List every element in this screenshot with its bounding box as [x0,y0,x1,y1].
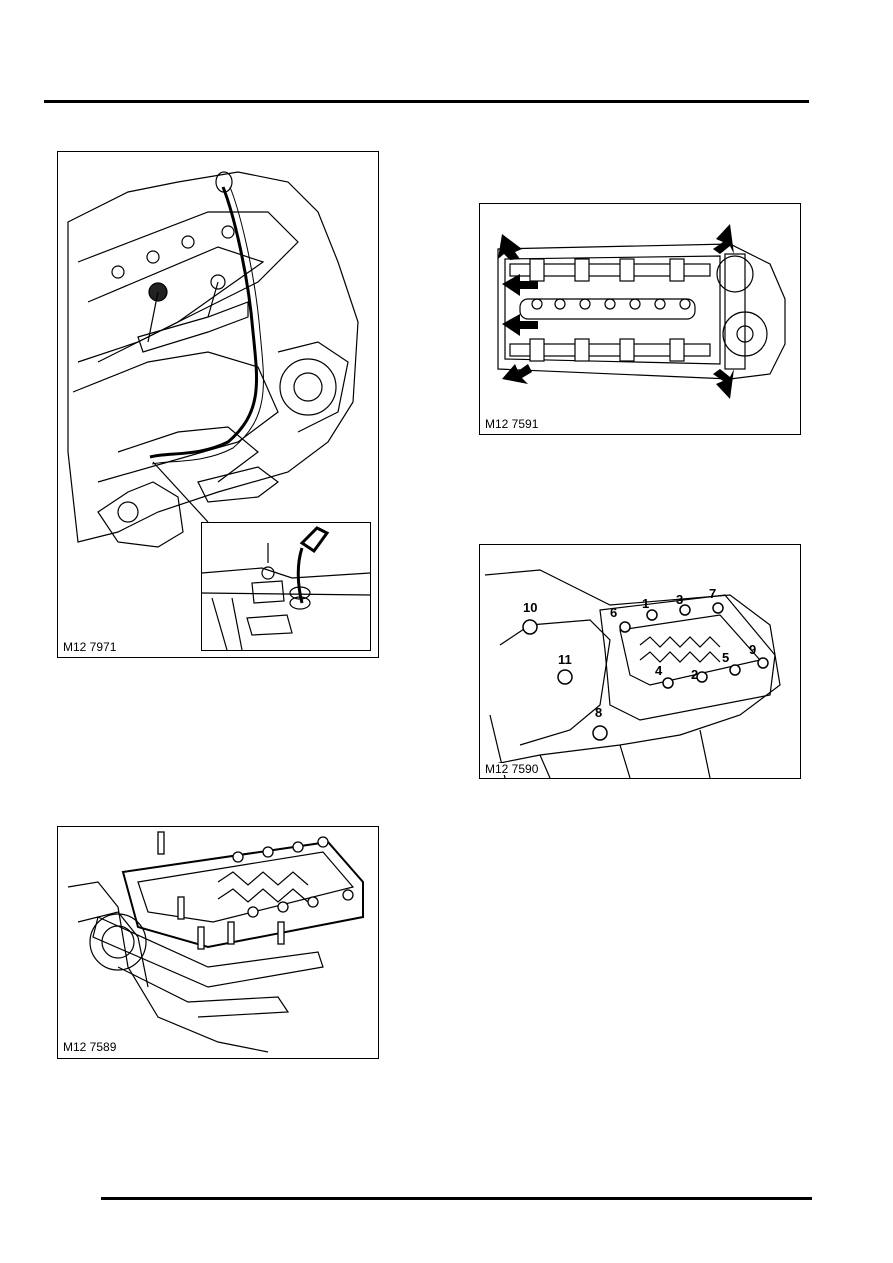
sequence-number: 1 [642,596,649,611]
sequence-number: 10 [523,600,537,615]
engine-illustration-dipstick [67,171,359,548]
camshaft-illustration [497,224,786,399]
cover-bolt-sequence-illustration: 1 2 3 4 5 6 7 8 9 10 11 [484,569,781,778]
sequence-number: 9 [749,642,756,657]
header-rule [44,100,809,103]
figure-dipstick-tube: M12 7971 [57,151,379,658]
figure-caption: M12 7590 [484,762,540,776]
figure-caption: M12 7591 [484,417,540,431]
inset-dipstick-fixing [202,526,370,650]
footer-rule [101,1197,812,1200]
sequence-number: 7 [709,586,716,601]
sequence-number: 6 [610,605,617,620]
figure-camshaft-cover-arrows: M12 7591 [479,203,801,435]
sequence-number: 11 [558,652,572,667]
figure-caption: M12 7971 [62,640,118,654]
sequence-number: 8 [595,705,602,720]
figure-bolt-sequence: 1 2 3 4 5 6 7 8 9 10 11 M12 7590 [479,544,801,779]
sequence-number: 3 [676,592,683,607]
figure-caption: M12 7589 [62,1040,118,1054]
sequence-number: 2 [691,667,698,682]
figure-cover-removal: M12 7589 [57,826,379,1059]
cover-exploded-illustration [67,831,364,1053]
sequence-number: 4 [655,663,663,678]
sequence-number: 5 [722,650,729,665]
inset-detail [201,522,371,651]
